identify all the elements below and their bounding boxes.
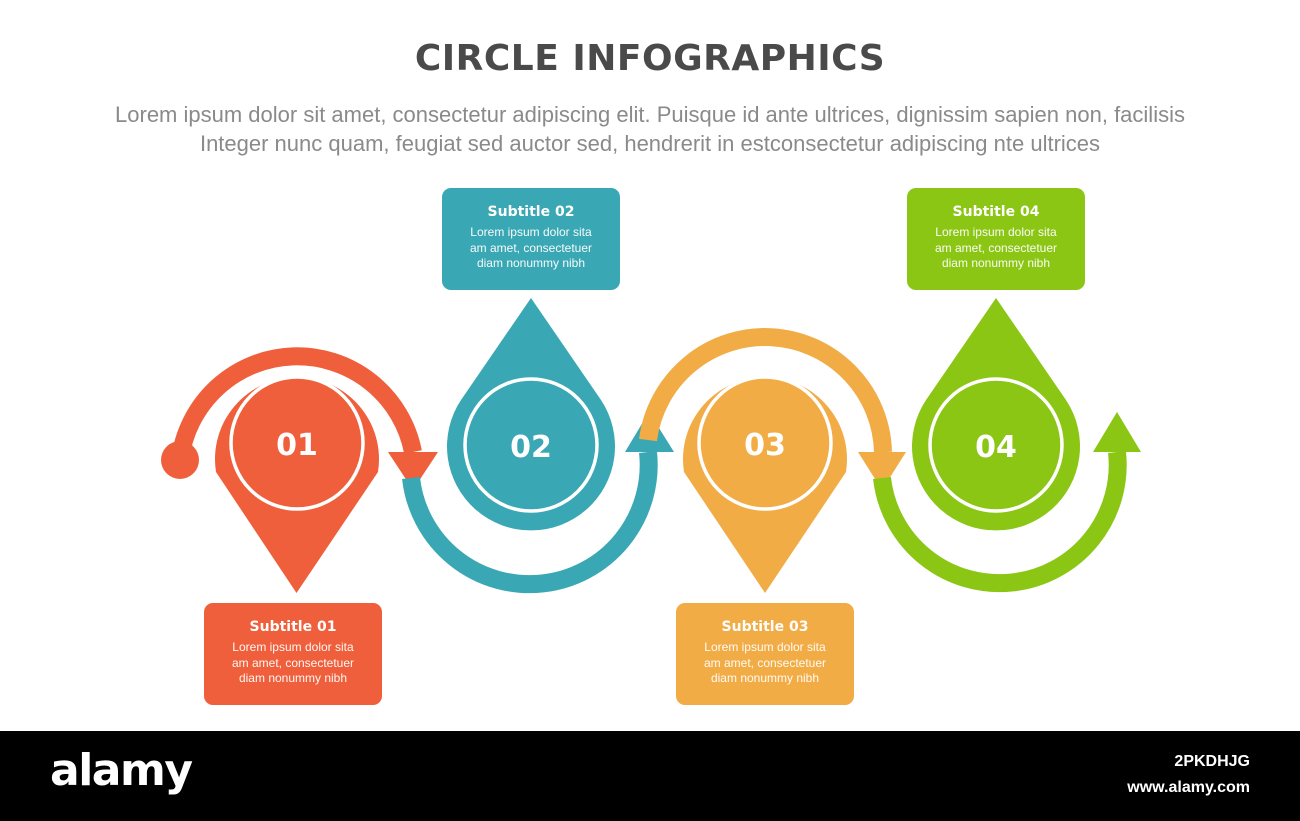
step-03-arrow-arc xyxy=(639,328,892,453)
step-02-subtitle: Subtitle 02 xyxy=(487,204,575,220)
description-line-2: Integer nunc quam, feugiat sed auctor se… xyxy=(199,131,1101,156)
step-01-arrow-arc xyxy=(171,347,422,462)
step-03-graphic: 03 xyxy=(639,328,906,593)
step-03-inner-ring xyxy=(697,375,833,511)
step-01-text-line-1: Lorem ipsum dolor sita xyxy=(232,640,354,654)
step-02-text-line-3: diam nonummy nibh xyxy=(476,256,586,270)
circle-flow-diagram: 01 02 03 04 xyxy=(161,298,1141,594)
image-code: 2PKDHJG xyxy=(1174,753,1250,770)
step-04-arrow-arc xyxy=(873,451,1127,593)
step-01-number: 01 xyxy=(276,428,318,463)
step-01-inner-ring xyxy=(229,375,365,511)
step-02-number: 02 xyxy=(510,430,552,465)
step-01-graphic: 01 xyxy=(161,347,438,593)
page-title: CIRCLE INFOGRAPHICS xyxy=(414,38,886,79)
step-04-graphic: 04 xyxy=(873,298,1141,593)
step-04-number: 04 xyxy=(975,430,1017,465)
step-01-subtitle: Subtitle 01 xyxy=(249,619,337,635)
step-01-box: Subtitle 01 Lorem ipsum dolor sita am am… xyxy=(204,603,382,705)
description-line-1: Lorem ipsum dolor sit amet, consectetur … xyxy=(115,102,1185,127)
step-03-box: Subtitle 03 Lorem ipsum dolor sita am am… xyxy=(676,603,854,705)
watermark-footer: alamy 2PKDHJG www.alamy.com xyxy=(0,731,1300,821)
step-03-text-line-2: am amet, consectetuer xyxy=(703,655,827,670)
step-04-text-line-2: am amet, consectetuer xyxy=(934,240,1058,255)
step-03-text-line-3: diam nonummy nibh xyxy=(710,671,820,685)
step-01-text-line-2: am amet, consectetuer xyxy=(231,655,355,670)
step-04-text-line-3: diam nonummy nibh xyxy=(941,256,1051,270)
step-02-drop xyxy=(447,298,615,531)
step-04-box: Subtitle 04 Lorem ipsum dolor sita am am… xyxy=(907,188,1085,290)
step-04-subtitle: Subtitle 04 xyxy=(952,204,1040,220)
step-02-arrow-arc xyxy=(402,451,658,594)
step-04-arrow-head xyxy=(1093,412,1141,452)
step-03-number: 03 xyxy=(744,428,786,463)
alamy-logo: alamy xyxy=(50,745,193,796)
step-01-start-dot xyxy=(161,441,199,479)
step-02-graphic: 02 xyxy=(402,298,674,594)
step-03-text-line-1: Lorem ipsum dolor sita xyxy=(704,640,826,654)
step-01-arrow-head xyxy=(388,452,438,490)
step-02-text-line-2: am amet, consectetuer xyxy=(469,240,593,255)
step-02-box: Subtitle 02 Lorem ipsum dolor sita am am… xyxy=(442,188,620,290)
step-03-pin xyxy=(683,377,847,593)
step-04-drop xyxy=(912,298,1080,531)
footer-url: www.alamy.com xyxy=(1127,779,1250,796)
step-01-pin xyxy=(215,377,379,593)
step-02-text-line-1: Lorem ipsum dolor sita xyxy=(470,225,592,239)
step-02-inner-ring xyxy=(463,377,599,513)
step-04-text-line-1: Lorem ipsum dolor sita xyxy=(935,225,1057,239)
step-04-inner-ring xyxy=(928,377,1064,513)
step-01-text-line-3: diam nonummy nibh xyxy=(238,671,348,685)
step-03-arrow-head xyxy=(858,452,906,490)
step-03-subtitle: Subtitle 03 xyxy=(721,619,809,635)
